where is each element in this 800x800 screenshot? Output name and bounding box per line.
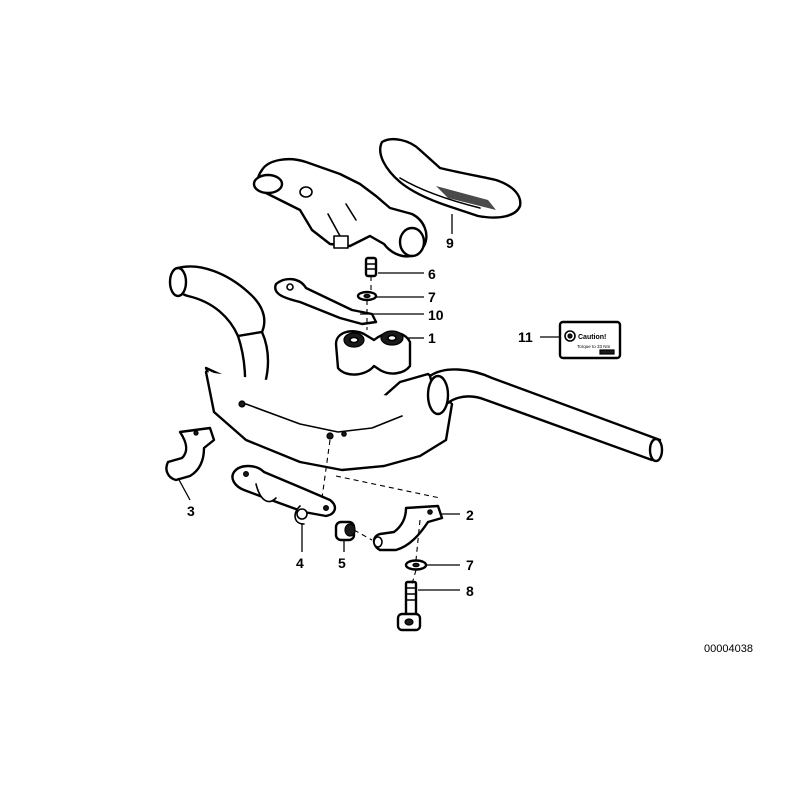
caution-title: Caution! xyxy=(578,334,606,341)
callout-6: 6 xyxy=(428,266,436,282)
callout-7-upper: 7 xyxy=(428,289,436,305)
handlebar xyxy=(168,265,664,472)
bushing-5 xyxy=(334,520,356,542)
caution-label: Caution! Torque to 33 Nm xyxy=(558,320,622,360)
washer-7-lower xyxy=(404,559,428,571)
callout-4: 4 xyxy=(296,555,304,571)
callout-8: 8 xyxy=(466,583,474,599)
caution-subtitle: Torque to 33 Nm xyxy=(577,344,611,349)
callout-11: 11 xyxy=(518,329,533,345)
screw-6 xyxy=(364,256,378,278)
rubber-mount xyxy=(334,330,412,376)
callout-1: 1 xyxy=(428,330,436,346)
bolt-8 xyxy=(396,580,422,632)
reference-number: 00004038 xyxy=(704,643,753,655)
washer-7-upper xyxy=(356,290,378,302)
callout-2: 2 xyxy=(466,507,474,523)
callout-9: 9 xyxy=(446,235,454,251)
retaining-plate xyxy=(274,277,378,326)
leader-lines xyxy=(177,214,560,591)
callout-3: 3 xyxy=(187,503,195,519)
callout-7-lower: 7 xyxy=(466,557,474,573)
bracket-3 xyxy=(165,426,216,482)
callout-5: 5 xyxy=(338,555,346,571)
bracket-2 xyxy=(372,504,444,552)
strap-plate-4 xyxy=(231,464,337,525)
centerlines xyxy=(321,276,441,585)
upper-clamp xyxy=(379,138,522,219)
triple-clamp xyxy=(252,158,428,258)
callouts: 9 6 7 10 1 11 3 4 5 2 7 8 xyxy=(187,235,533,599)
callout-10: 10 xyxy=(428,307,444,323)
